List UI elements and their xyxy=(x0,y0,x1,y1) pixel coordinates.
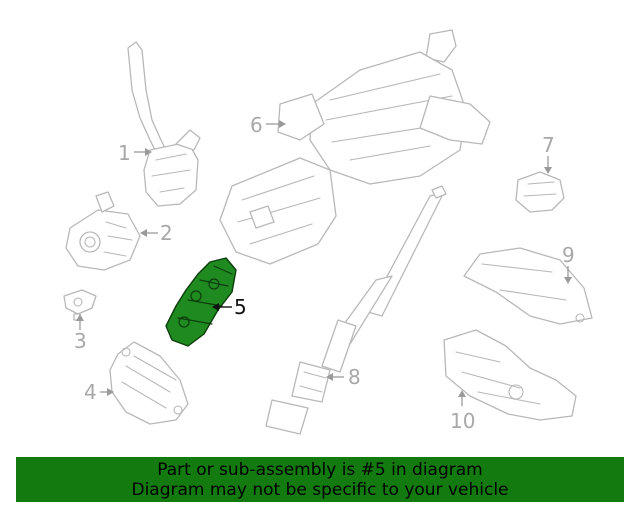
part-10-lower-shroud xyxy=(443,329,577,421)
leader-8 xyxy=(326,373,344,381)
part-3-sensor xyxy=(63,289,97,321)
callout-2: 2 xyxy=(160,221,173,245)
info-banner: Part or sub-assembly is #5 in diagram Di… xyxy=(16,457,624,502)
part-9-upper-shroud xyxy=(463,247,593,325)
callout-4: 4 xyxy=(84,380,97,404)
part-4-cover-plate xyxy=(109,341,189,425)
banner-line-part: Part or sub-assembly is #5 in diagram xyxy=(157,459,483,480)
leader-7 xyxy=(544,156,552,174)
callout-10: 10 xyxy=(450,409,475,433)
part-5-highlighted-joint xyxy=(165,257,237,347)
callout-8: 8 xyxy=(348,365,361,389)
part-7-bracket xyxy=(515,171,565,213)
leader-2 xyxy=(140,229,158,237)
part-6-steering-column xyxy=(219,29,491,265)
leader-1 xyxy=(134,148,152,156)
banner-line-disclaimer: Diagram may not be specific to your vehi… xyxy=(131,479,509,500)
leader-4 xyxy=(100,388,114,396)
leader-9 xyxy=(564,266,572,284)
callout-7: 7 xyxy=(542,133,555,157)
part-1-lever-switch xyxy=(127,41,201,207)
callout-5: 5 xyxy=(234,295,247,319)
leader-5 xyxy=(212,303,232,311)
callout-6: 6 xyxy=(250,113,263,137)
callout-1: 1 xyxy=(118,141,131,165)
part-8-intermediate-shaft xyxy=(265,185,447,435)
leader-3 xyxy=(76,314,84,330)
callout-3: 3 xyxy=(74,329,87,353)
part-2-switch-housing xyxy=(65,191,141,271)
callout-9: 9 xyxy=(562,243,575,267)
leader-6 xyxy=(266,120,286,128)
parts-diagram: 1 2 3 4 5 6 7 8 9 10 xyxy=(63,29,593,435)
leader-10 xyxy=(458,390,466,406)
